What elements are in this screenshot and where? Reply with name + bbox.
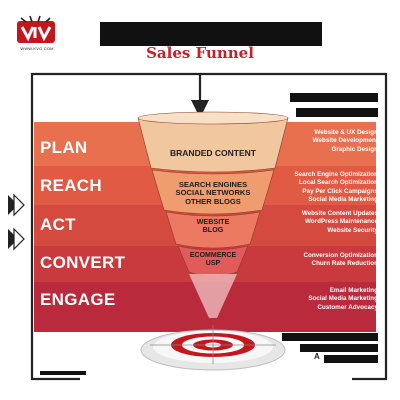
funnel-label-line: WEBSITE	[196, 217, 230, 226]
service-item: Website Security	[327, 226, 378, 234]
funnel-layer	[165, 211, 261, 249]
service-item: Website Content Updates	[301, 210, 378, 217]
funnel-layer	[151, 169, 275, 215]
stage-label: REACH	[40, 176, 102, 195]
logo-rays	[20, 15, 51, 23]
service-item: Local Search Optimization	[298, 179, 378, 187]
logo	[17, 15, 55, 43]
funnel-label-line: ECOMMERCE	[189, 252, 237, 259]
funnel-label-line: SOCIAL NETWORKS	[175, 188, 251, 198]
redaction-bar	[296, 108, 378, 117]
left-loop-line	[30, 72, 202, 381]
chevron-right-icon	[8, 195, 18, 215]
service-item: Social Media Marketing	[308, 295, 378, 303]
redaction-bar	[290, 93, 378, 102]
redaction-bar	[282, 333, 378, 341]
funnel-spout	[189, 274, 237, 318]
funnel-label-line: SEARCH ENGINES	[178, 180, 248, 189]
redaction-bar	[300, 344, 378, 352]
chevron-right-icon	[8, 229, 18, 249]
chevron-right-icon	[13, 193, 25, 217]
service-item: Conversion Optimization	[303, 252, 378, 259]
funnel-label-line: BRANDED CONTENT	[170, 148, 256, 158]
service-item: Customer Advocacy	[317, 303, 378, 311]
funnel-label-line: USP	[205, 259, 221, 267]
right-loop-line	[200, 72, 388, 381]
title-redaction-bar	[100, 22, 322, 46]
target-icon	[140, 325, 286, 371]
redaction-bar	[324, 355, 378, 363]
service-item: Search Engine Optimization	[294, 171, 378, 178]
service-item: Email Marketing	[329, 287, 378, 294]
funnel-rim	[137, 111, 289, 125]
funnel-layer	[137, 117, 289, 173]
funnel-label-line: BLOG	[202, 225, 224, 234]
stage-label: PLAN	[40, 138, 88, 157]
chevron-right-icon	[13, 227, 25, 251]
stage-label: CONVERT	[40, 253, 126, 272]
service-item: Website Development	[312, 137, 378, 145]
service-item: Website & UX Design	[314, 129, 378, 136]
redaction-bar	[40, 371, 86, 375]
logo-url: WWW.KVG.COM	[20, 46, 54, 51]
funnel-layer-label: BRANDED CONTENT	[153, 148, 273, 158]
side-arrows	[8, 193, 25, 251]
logo-mark	[20, 26, 52, 42]
service-item: WordPress Maintenance	[304, 218, 378, 226]
service-item: Social Media Marketing	[308, 195, 378, 203]
right-bottom-letter: A	[314, 352, 320, 361]
entry-arrow-icon	[191, 100, 209, 118]
service-item: Churn Rate Reduction	[311, 260, 378, 268]
stage-label: ENGAGE	[40, 290, 116, 309]
service-item: Pay Per Click Campaigns	[302, 187, 378, 195]
diagram-subtitle: Sales Funnel	[146, 44, 254, 62]
funnel-layers	[137, 111, 289, 318]
service-item: Graphic Design	[331, 145, 378, 153]
funnel-label-line: OTHER BLOGS	[185, 196, 241, 206]
stage-label: ACT	[40, 215, 76, 234]
connector-lines	[30, 72, 388, 381]
